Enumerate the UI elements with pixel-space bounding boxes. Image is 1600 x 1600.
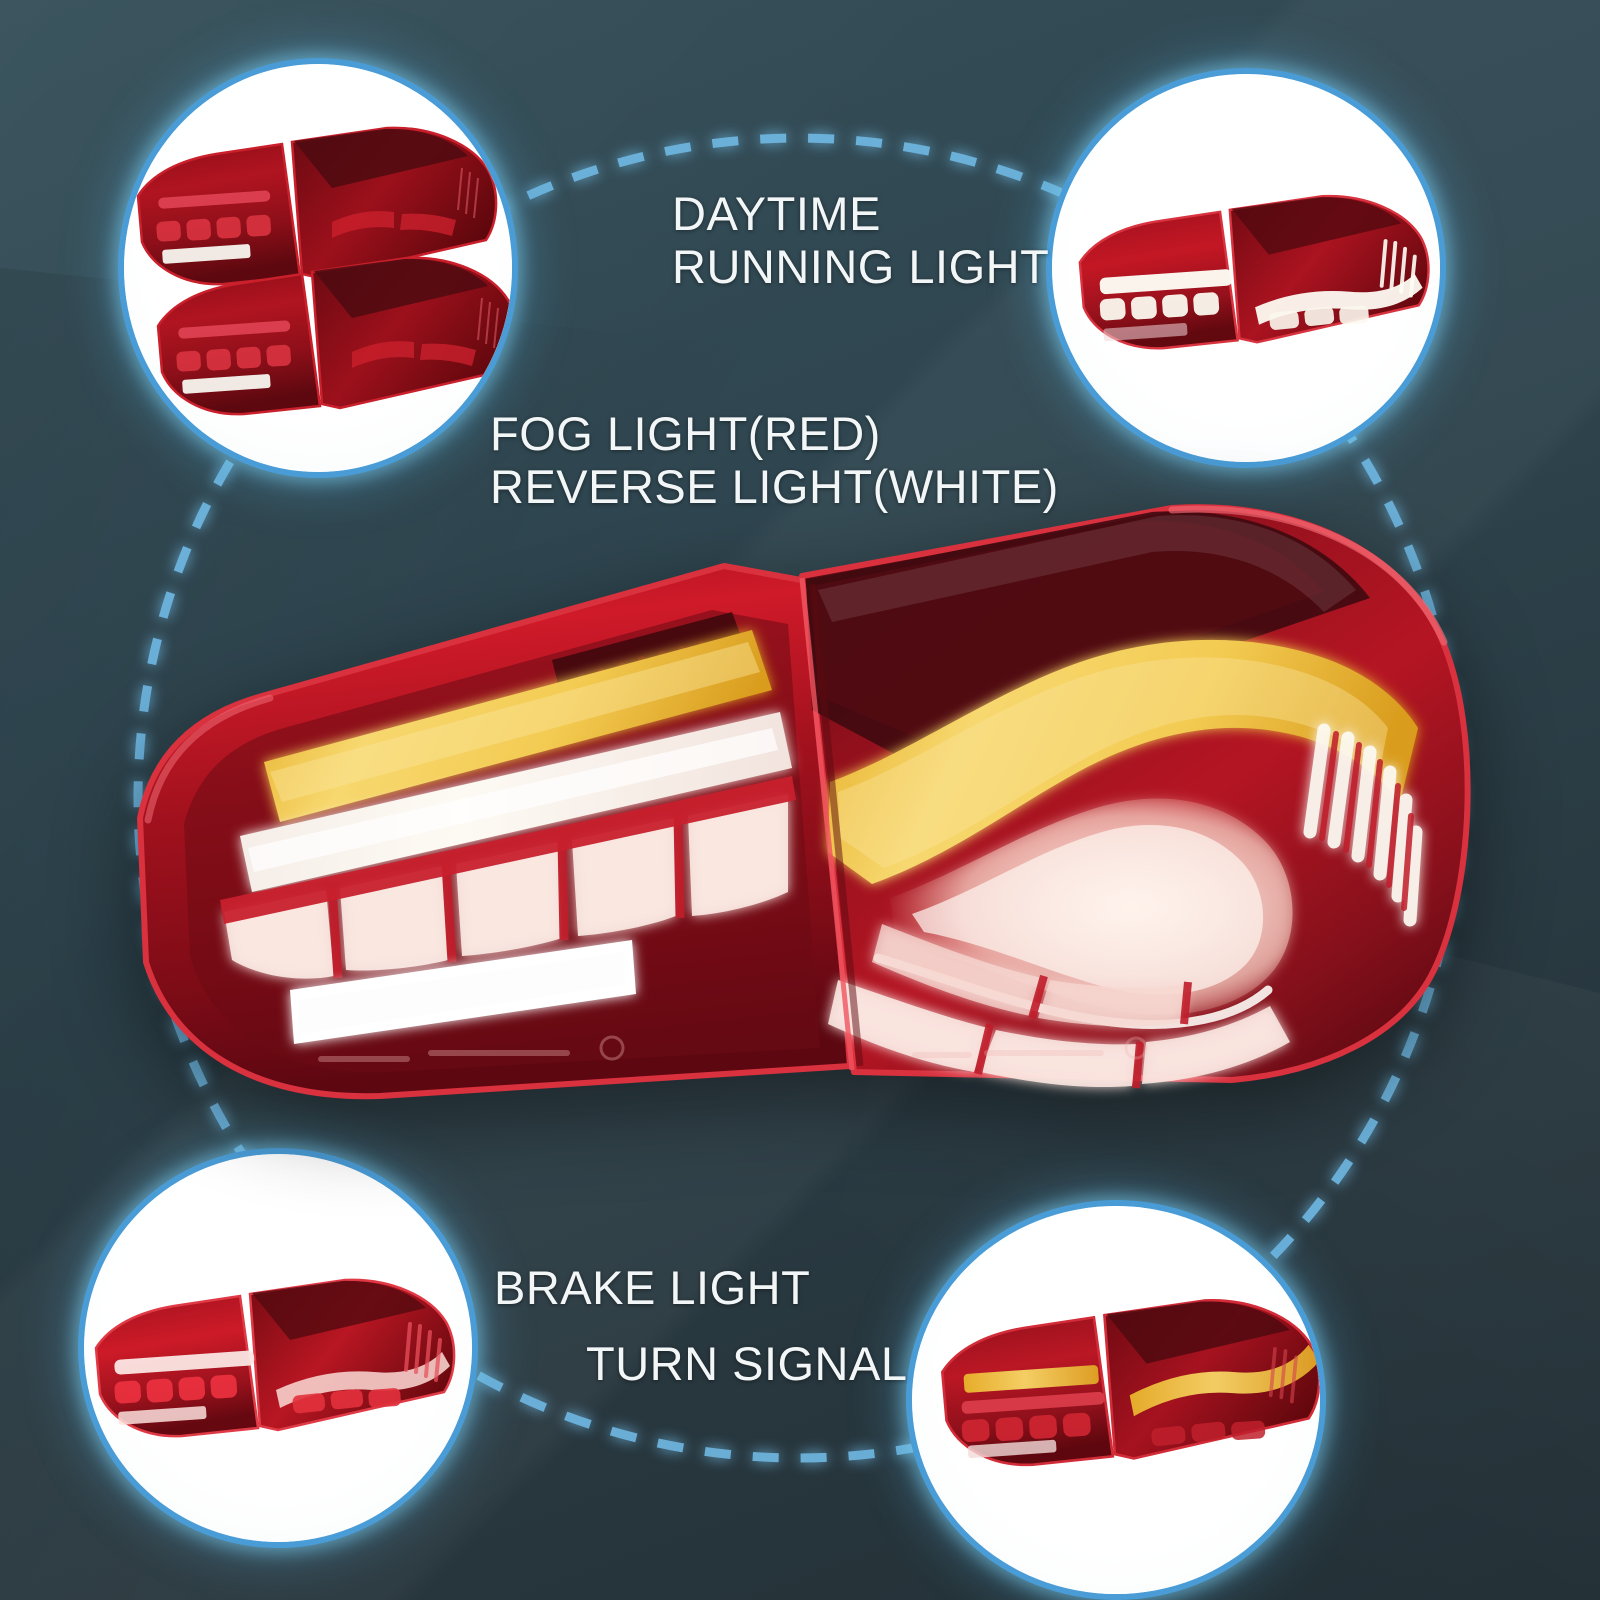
daytime-running-light-callout[interactable] [1046, 68, 1446, 468]
fog-reverse-light-callout[interactable] [118, 58, 518, 478]
callout-photo-area [1052, 74, 1440, 462]
turn-signal-callout[interactable] [906, 1200, 1326, 1600]
turn-signal-label: TURN SIGNAL [586, 1337, 908, 1390]
tail-light-drl [1074, 192, 1440, 367]
callout-photo-area [912, 1206, 1320, 1594]
brake-light-label: BRAKE LIGHT [494, 1261, 811, 1314]
brake-light-callout[interactable] [78, 1148, 478, 1548]
main-tail-light-assembly [112, 500, 1502, 1120]
daytime-running-light-label: DAYTIME RUNNING LIGHT [672, 187, 1050, 293]
callout-photo-area [84, 1154, 472, 1542]
tail-light-turn-signal [936, 1298, 1320, 1483]
tail-light-lower [152, 256, 512, 431]
tail-light-upper [132, 126, 512, 301]
tail-light-brake [90, 1278, 470, 1453]
callout-photo-area [124, 64, 512, 472]
fog-reverse-light-label: FOG LIGHT(RED) REVERSE LIGHT(WHITE) [490, 407, 1059, 513]
